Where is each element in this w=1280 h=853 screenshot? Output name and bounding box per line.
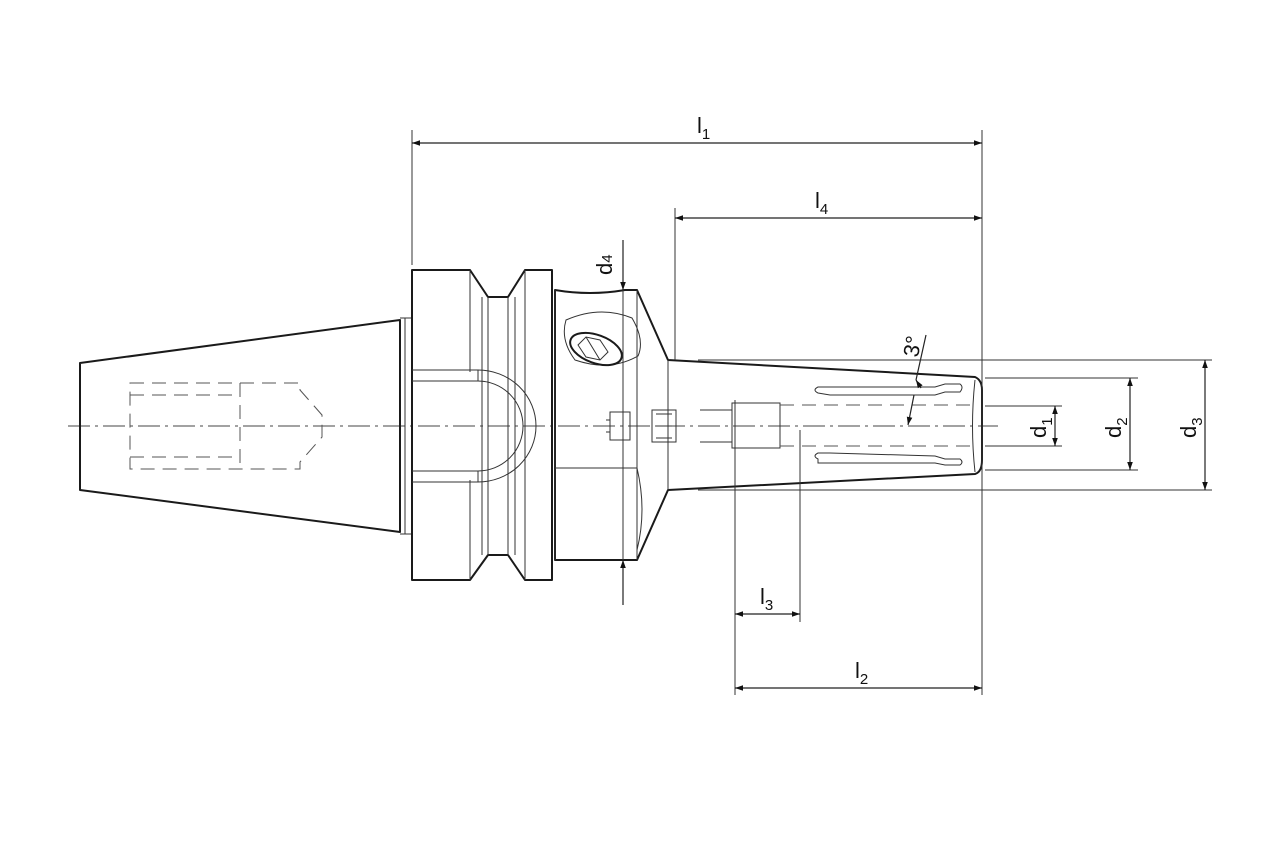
steep-taper <box>79 317 412 535</box>
dimension-l1: l1 <box>411 113 983 695</box>
label-d3: d3 <box>1176 417 1206 438</box>
dimension-l4: l4 <box>674 188 982 360</box>
label-angle: 3° <box>898 334 926 359</box>
label-d4: d4 <box>592 254 617 275</box>
dimension-diameters: d1 d2 d3 <box>698 359 1212 491</box>
hex-socket-screw-icon <box>569 331 623 367</box>
label-d1: d1 <box>1026 417 1056 438</box>
clamping-screw-pocket <box>563 311 641 366</box>
label-d2: d2 <box>1101 417 1131 438</box>
label-l3: l3 <box>760 584 773 614</box>
dimension-d4: d4 <box>592 240 626 605</box>
dimension-l3: l3 <box>734 400 801 695</box>
label-l1: l1 <box>697 113 710 143</box>
collet-slot-upper <box>814 383 963 396</box>
label-l4: l4 <box>815 188 828 218</box>
dimension-angle: 3° <box>898 334 927 426</box>
inner-parts <box>606 379 976 473</box>
collet-slot-lower <box>814 452 963 466</box>
label-l2: l2 <box>855 658 868 688</box>
dimension-l2: l2 <box>735 658 982 691</box>
flange <box>411 269 553 581</box>
holder-body <box>554 289 983 561</box>
